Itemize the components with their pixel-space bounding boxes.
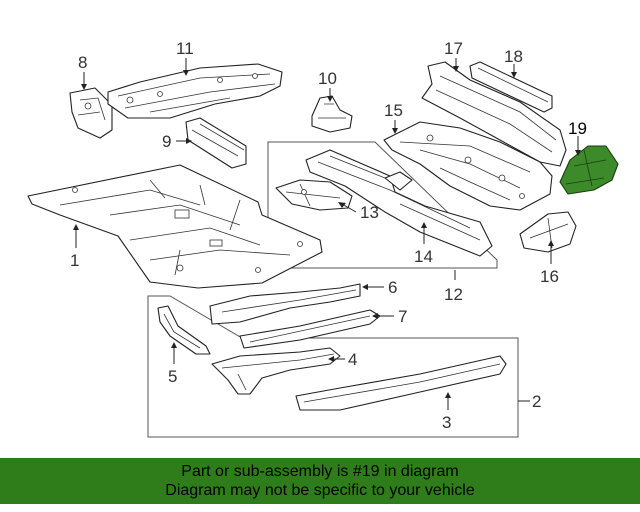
part-5-bracket[interactable]: [157, 305, 211, 355]
parts-diagram: 1 2 3 4 5 6 7 8 9 10 11 12 13 14 15 16 1…: [27, 39, 619, 438]
part-7-rail[interactable]: [239, 309, 381, 349]
part-18-strip[interactable]: [469, 61, 553, 113]
callout-10[interactable]: 10: [318, 69, 337, 88]
part-8-bracket[interactable]: [69, 87, 113, 139]
part-10-cap[interactable]: [311, 95, 353, 133]
callout-14[interactable]: 14: [414, 247, 433, 266]
banner-line-1: Part or sub-assembly is #19 in diagram: [181, 463, 459, 480]
part-6-rail[interactable]: [209, 283, 361, 325]
callout-4[interactable]: 4: [348, 350, 357, 369]
callout-1[interactable]: 1: [70, 251, 79, 270]
callout-12[interactable]: 12: [444, 285, 463, 304]
callout-5[interactable]: 5: [168, 367, 177, 386]
part-15-rear-floor[interactable]: [383, 121, 553, 211]
callout-18[interactable]: 18: [504, 47, 523, 66]
part-9-rail[interactable]: [185, 117, 247, 169]
part-13-bracket[interactable]: [275, 179, 353, 211]
callout-17[interactable]: 17: [444, 39, 463, 58]
callout-6[interactable]: 6: [388, 278, 397, 297]
banner-line-2: Diagram may not be specific to your vehi…: [165, 482, 475, 499]
callout-15[interactable]: 15: [384, 101, 403, 120]
callout-7[interactable]: 7: [398, 307, 407, 326]
callout-2[interactable]: 2: [532, 392, 541, 411]
callout-19[interactable]: 19: [568, 119, 587, 138]
callout-3[interactable]: 3: [442, 413, 451, 432]
callout-labels: 1 2 3 4 5 6 7 8 9 10 11 12 13 14 15 16 1…: [70, 39, 587, 432]
info-banner: Part or sub-assembly is #19 in diagram D…: [0, 458, 640, 504]
part-4-member[interactable]: [211, 347, 341, 395]
part-14-long-member[interactable]: [305, 149, 493, 257]
part-19-highlighted-bracket[interactable]: [559, 145, 619, 195]
callout-13[interactable]: 13: [360, 203, 379, 222]
callout-16[interactable]: 16: [540, 267, 559, 286]
callout-8[interactable]: 8: [78, 53, 87, 72]
callout-leaders: [73, 58, 581, 410]
group-box-2: [147, 295, 519, 438]
part-17-upper-panel[interactable]: [421, 61, 567, 167]
part-1-floor-pan[interactable]: [27, 164, 323, 289]
part-3-rocker[interactable]: [295, 355, 507, 411]
part-11-rear-panel[interactable]: [107, 63, 283, 119]
callout-11[interactable]: 11: [176, 39, 194, 58]
callout-9[interactable]: 9: [162, 132, 171, 151]
part-16-bracket[interactable]: [519, 211, 577, 253]
